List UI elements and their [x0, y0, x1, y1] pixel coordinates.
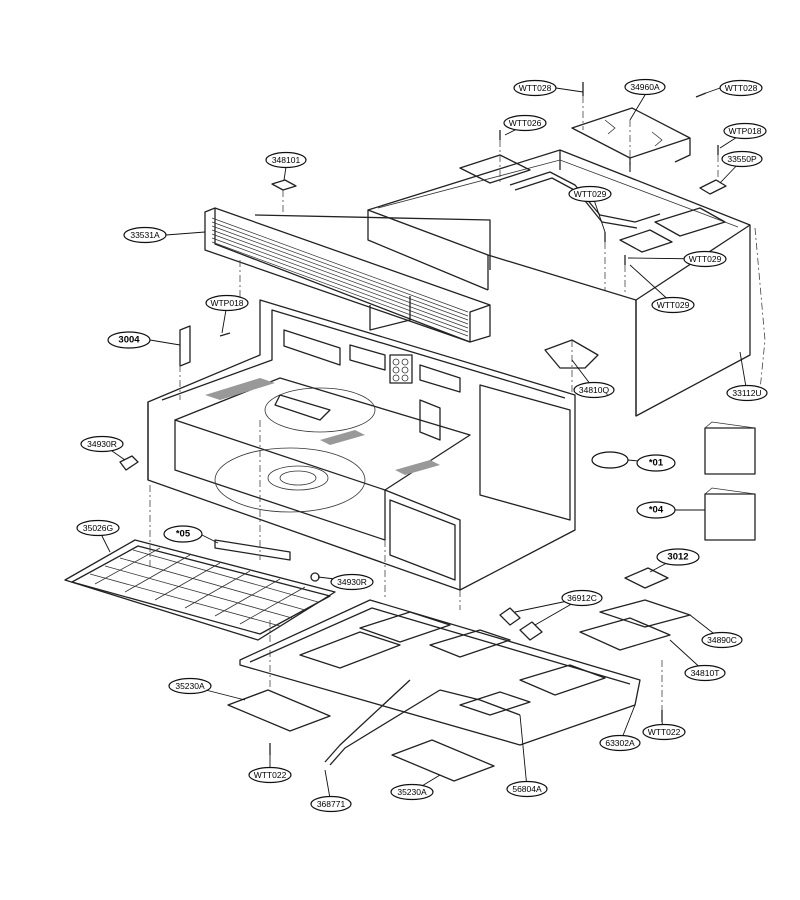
alignment-lines — [149, 96, 766, 710]
svg-text:34930R: 34930R — [87, 439, 117, 449]
strip-05 — [214, 539, 291, 561]
svg-text:34930R: 34930R — [337, 577, 367, 587]
svg-text:63302A: 63302A — [605, 738, 635, 748]
label-56804a: 56804A — [506, 780, 548, 798]
label-wtt028-b: WTT028 — [719, 79, 763, 97]
label-348101: 348101 — [265, 151, 307, 169]
label-wtt028-a: WTT028 — [513, 79, 557, 97]
label-wtt029-a: WTT029 — [568, 185, 612, 203]
bracket-34810q — [544, 339, 599, 369]
label-3004: 3004 — [107, 331, 151, 349]
svg-text:WTT029: WTT029 — [689, 254, 722, 264]
latch-34930r — [119, 455, 139, 471]
grease-filter-right — [391, 739, 495, 782]
label-34930r-a: 34930R — [80, 435, 124, 453]
label-wtt029-c: WTT029 — [651, 296, 695, 314]
label-34960a: 34960A — [624, 78, 666, 96]
label-368771: 368771 — [310, 795, 352, 813]
label-35230a-a: 35230A — [168, 677, 212, 695]
svg-text:368771: 368771 — [317, 799, 346, 809]
label-36912c: 36912C — [561, 589, 603, 607]
svg-text:33531A: 33531A — [130, 230, 160, 240]
svg-text:3004: 3004 — [118, 335, 140, 346]
oven-cavity — [147, 299, 576, 591]
svg-text:34960A: 34960A — [630, 82, 660, 92]
label-star-05: *05 — [163, 525, 203, 543]
label-wtt029-b: WTT029 — [683, 250, 727, 268]
label-wtp018-b: WTP018 — [205, 294, 249, 312]
label-star-01: *01 — [636, 454, 676, 472]
lamp-housing-34810t — [579, 617, 671, 651]
accessory-boxes — [591, 421, 756, 541]
svg-text:WTP018: WTP018 — [210, 298, 243, 308]
label-wtt022-a: WTT022 — [248, 766, 292, 784]
label-wtt022-b: WTT022 — [642, 723, 686, 741]
label-34810t: 34810T — [684, 664, 726, 682]
svg-text:34810Q: 34810Q — [579, 385, 610, 395]
oven-rack — [64, 539, 336, 641]
wire-harness — [439, 689, 521, 716]
base-plate — [239, 599, 641, 746]
bracket-3012 — [624, 567, 669, 589]
bracket-33550p — [699, 179, 727, 195]
label-34890c: 34890C — [701, 631, 743, 649]
outer-case — [367, 149, 751, 417]
svg-text:WTT026: WTT026 — [509, 118, 542, 128]
svg-text:WTT022: WTT022 — [254, 770, 287, 780]
lamp-bulb-a — [499, 607, 521, 626]
svg-text:348101: 348101 — [272, 155, 301, 165]
svg-text:56804A: 56804A — [512, 784, 542, 794]
svg-text:35230A: 35230A — [175, 681, 205, 691]
svg-text:3012: 3012 — [667, 552, 688, 563]
leader-lines — [97, 87, 748, 805]
svg-text:35026G: 35026G — [83, 523, 113, 533]
label-33550p: 33550P — [721, 150, 763, 168]
svg-text:WTT029: WTT029 — [574, 189, 607, 199]
label-3012: 3012 — [656, 548, 700, 566]
screws — [219, 82, 719, 755]
svg-text:33550P: 33550P — [727, 154, 757, 164]
label-wtp018-a: WTP018 — [723, 122, 767, 140]
svg-text:33112U: 33112U — [732, 388, 761, 398]
label-33531a: 33531A — [123, 226, 167, 244]
label-35230a-b: 35230A — [390, 783, 434, 801]
label-35026g: 35026G — [76, 519, 120, 537]
hinge-bracket-348101 — [271, 179, 297, 191]
label-63302a: 63302A — [599, 734, 641, 752]
svg-text:34810T: 34810T — [691, 668, 720, 678]
power-cord — [324, 679, 441, 766]
front-grille — [204, 207, 491, 343]
label-wtt026: WTT026 — [503, 114, 547, 132]
label-34930r-b: 34930R — [330, 573, 374, 591]
grease-filter-left — [227, 689, 331, 732]
svg-text:*05: *05 — [176, 529, 191, 540]
label-star-04: *04 — [636, 501, 676, 519]
svg-text:WTP018: WTP018 — [728, 126, 761, 136]
label-33112u: 33112U — [726, 384, 768, 402]
svg-text:*04: *04 — [649, 505, 664, 516]
svg-text:35230A: 35230A — [397, 787, 427, 797]
label-34810q: 34810Q — [573, 381, 615, 399]
svg-text:WTT028: WTT028 — [725, 83, 758, 93]
svg-text:WTT028: WTT028 — [519, 83, 552, 93]
svg-text:34890C: 34890C — [707, 635, 737, 645]
bracket-3004 — [179, 325, 191, 367]
svg-text:36912C: 36912C — [567, 593, 597, 603]
svg-text:*01: *01 — [649, 458, 664, 469]
svg-text:WTT029: WTT029 — [657, 300, 690, 310]
lamp-bulb-b — [519, 621, 543, 641]
svg-text:WTT022: WTT022 — [648, 727, 681, 737]
